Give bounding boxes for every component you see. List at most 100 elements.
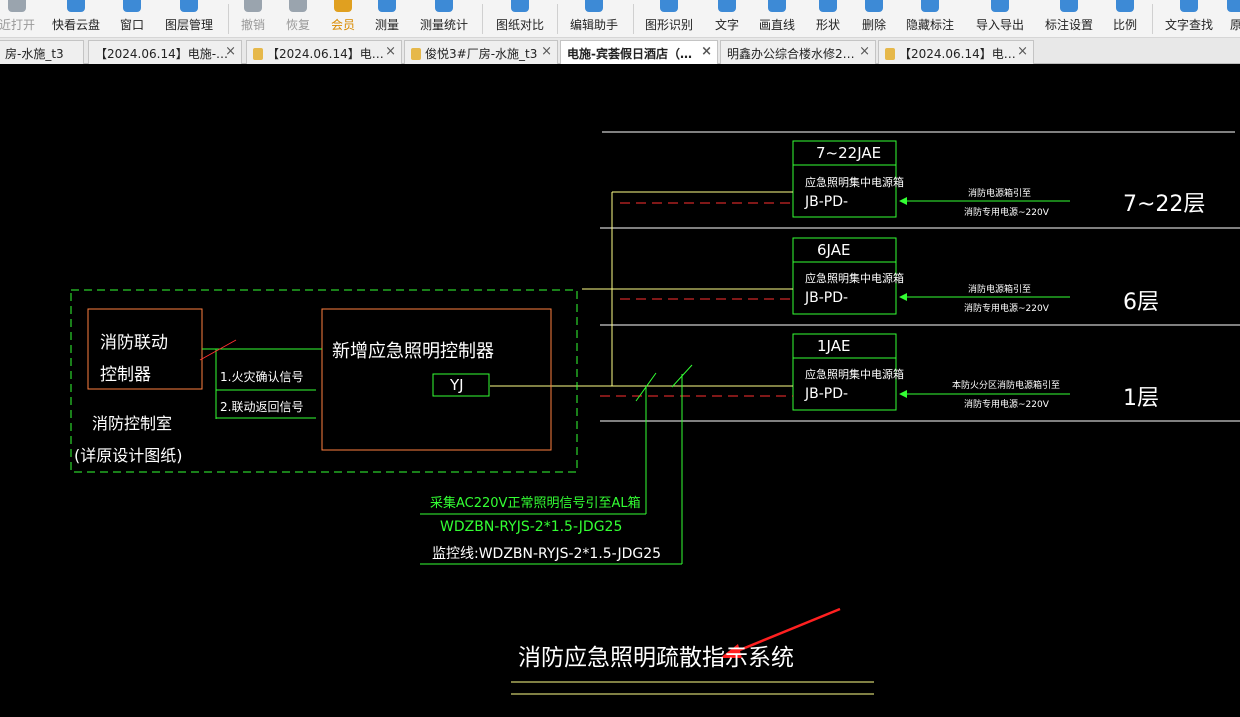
document-tab[interactable]: 【2024.06.14】电施-…× (88, 40, 242, 64)
tab-label: 【2024.06.14】电施-… (95, 47, 229, 61)
settings-icon (1060, 0, 1078, 12)
window-button[interactable]: 窗口 (114, 0, 150, 38)
arrow-icon (720, 644, 742, 658)
document-tab-bar: 房-水施_t3 【2024.06.14】电施-…× 【2024.06.14】电…… (0, 38, 1240, 64)
panel-box-7-22 (792, 140, 897, 218)
undo-button[interactable]: 撤销 (236, 0, 270, 38)
import-export-button[interactable]: 导入导出 (971, 0, 1029, 38)
close-icon[interactable]: × (859, 44, 870, 59)
hide-annotations-button[interactable]: 隐藏标注 (901, 0, 959, 38)
floor-label: 7~22层 (1123, 192, 1206, 217)
lighting-controller-label: 新增应急照明控制器 (332, 341, 494, 362)
system-title: 消防应急照明疏散指示系统 (518, 645, 794, 671)
arrow-icon (899, 197, 907, 205)
measure-label: 测量 (374, 18, 399, 32)
document-tab[interactable]: 俊悦3#厂房-水施_t3× (404, 40, 558, 64)
cable-slash-mark (635, 372, 657, 402)
shape-icon (819, 0, 837, 12)
text-label: 文字 (714, 18, 739, 32)
layer-manager-button[interactable]: 图层管理 (160, 0, 218, 38)
text-search-button[interactable]: 文字查找 (1160, 0, 1218, 38)
arrow-icon (899, 390, 907, 398)
tab-label: 房-水施_t3 (5, 47, 64, 61)
panel-model: JB-PD- (805, 386, 849, 402)
ruler-icon (378, 0, 396, 12)
layers-icon (180, 0, 198, 12)
close-icon[interactable]: × (701, 44, 712, 59)
search-icon (1180, 0, 1198, 12)
document-tab[interactable]: 明鑫办公综合楼水修2…× (720, 40, 876, 64)
yj-terminal-box (432, 373, 490, 397)
compare-icon (511, 0, 529, 12)
undo-icon (244, 0, 262, 12)
annotation-settings-label: 标注设置 (1044, 18, 1093, 32)
edit-assistant-button[interactable]: 编辑助手 (565, 0, 623, 38)
drawing-compare-button[interactable]: 图纸对比 (491, 0, 549, 38)
cloud-button[interactable]: 快看云盘 (48, 0, 104, 38)
lock-icon (253, 48, 263, 60)
panel-box-6 (792, 237, 897, 315)
cad-drawing (70, 131, 1240, 695)
measure-stats-icon (435, 0, 453, 12)
folder-icon (8, 0, 26, 12)
panel-box-1 (792, 333, 897, 411)
signal-label: 1.火灾确认信号 (220, 370, 304, 384)
document-tab[interactable]: 【2024.06.14】电…× (246, 40, 402, 64)
control-room-boundary (70, 289, 578, 473)
text-button[interactable]: 文字 (709, 0, 745, 38)
lock-icon (885, 48, 895, 60)
tab-label: 【2024.06.14】电… (899, 47, 1016, 61)
close-icon[interactable]: × (225, 44, 236, 59)
tab-label: 俊悦3#厂房-水施_t3 (425, 47, 538, 61)
redo-label: 恢复 (285, 18, 310, 32)
panel-name: 应急照明集中电源箱 (805, 272, 904, 285)
panel-name: 应急照明集中电源箱 (805, 368, 904, 381)
delete-button[interactable]: 删除 (856, 0, 892, 38)
more-button[interactable]: 原 (1226, 0, 1240, 38)
measure-button[interactable]: 测量 (369, 0, 405, 38)
supply-note: 消防专用电源~220V (964, 304, 1049, 314)
text-search-label: 文字查找 (1164, 18, 1213, 32)
yj-label: YJ (450, 376, 464, 394)
close-icon[interactable]: × (1017, 44, 1028, 59)
panel-name: 应急照明集中电源箱 (805, 176, 904, 189)
floor-label: 6层 (1123, 290, 1159, 315)
measure-stats-button[interactable]: 测量统计 (415, 0, 473, 38)
cloud-icon (67, 0, 85, 12)
close-icon[interactable]: × (541, 44, 552, 59)
linkage-controller-label: 消防联动 (100, 333, 168, 353)
panel-model: JB-PD- (805, 194, 849, 210)
edit-icon (585, 0, 603, 12)
tab-label: 【2024.06.14】电… (267, 47, 384, 61)
document-tab[interactable]: 房-水施_t3 (0, 40, 84, 64)
shape-button[interactable]: 形状 (810, 0, 846, 38)
close-icon[interactable]: × (385, 44, 396, 59)
drawing-compare-label: 图纸对比 (495, 18, 544, 32)
window-icon (123, 0, 141, 12)
recent-open-button[interactable]: 近打开 (0, 0, 42, 38)
document-tab[interactable]: 【2024.06.14】电…× (878, 40, 1034, 64)
vip-button[interactable]: 会员 (326, 0, 360, 38)
shape-recognition-icon (660, 0, 678, 12)
panel-code: 1JAE (817, 337, 851, 355)
draw-line-button[interactable]: 画直线 (753, 0, 801, 38)
lock-icon (411, 48, 421, 60)
floor-label: 1层 (1123, 386, 1159, 411)
edit-assistant-label: 编辑助手 (569, 18, 618, 32)
import-export-label: 导入导出 (975, 18, 1024, 32)
toolbar-divider (1152, 4, 1153, 34)
recent-open-label: 近打开 (0, 18, 35, 32)
toolbar-divider (228, 4, 229, 34)
toolbar-divider (557, 4, 558, 34)
annotation-settings-button[interactable]: 标注设置 (1040, 0, 1098, 38)
hide-annotations-label: 隐藏标注 (905, 18, 954, 32)
scale-button[interactable]: 比例 (1107, 0, 1143, 38)
document-tab-active[interactable]: 电施-宾荟假日酒店（…× (560, 40, 718, 64)
cable-note: 监控线:WDZBN-RYJS-2*1.5-JDG25 (432, 546, 662, 562)
annotation-arrow-line (729, 607, 841, 656)
redo-button[interactable]: 恢复 (281, 0, 315, 38)
drawing-canvas[interactable]: 7~22JAE 应急照明集中电源箱 JB-PD- 6JAE 应急照明集中电源箱 … (0, 64, 1240, 717)
scale-icon (1116, 0, 1134, 12)
shape-recognition-button[interactable]: 图形识别 (640, 0, 698, 38)
cable-note: 采集AC220V正常照明信号引至AL箱 (430, 496, 641, 511)
